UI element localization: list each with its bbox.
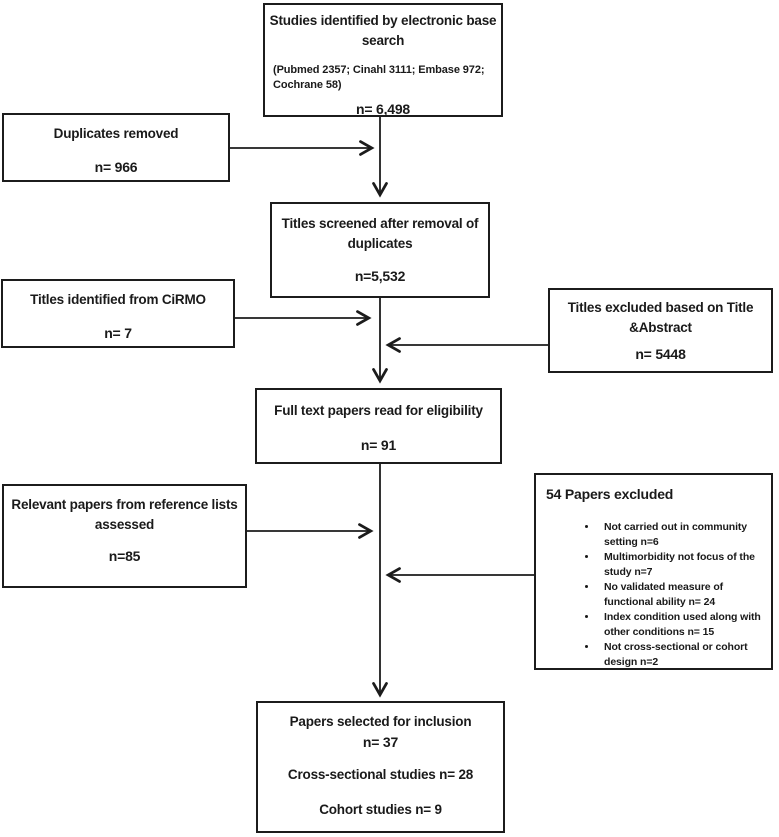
box-reference-lists-count: n=85 bbox=[108, 548, 141, 564]
box-studies-identified: Studies identified by electronic base se… bbox=[263, 3, 503, 117]
box-duplicates-removed: Duplicates removed n= 966 bbox=[2, 113, 230, 182]
box-studies-identified-title: Studies identified by electronic base se… bbox=[269, 13, 497, 48]
exclusion-reason: Not carried out in community setting n=6 bbox=[598, 520, 763, 550]
exclusion-reason: Multimorbidity not focus of the study n=… bbox=[598, 550, 763, 580]
exclusion-reason: No validated measure of functional abili… bbox=[598, 580, 763, 610]
box-fulltext-read-title: Full text papers read for eligibility bbox=[274, 403, 483, 418]
box-titles-cirmo: Titles identified from CiRMO n= 7 bbox=[1, 279, 235, 348]
box-fulltext-read-count: n= 91 bbox=[360, 437, 397, 453]
exclusion-reason: Index condition used along with other co… bbox=[598, 610, 763, 640]
box-titles-screened-count: n=5,532 bbox=[354, 268, 406, 284]
box-reference-lists: Relevant papers from reference lists ass… bbox=[2, 484, 247, 588]
box-titles-cirmo-title: Titles identified from CiRMO bbox=[30, 292, 206, 307]
box-papers-excluded: 54 Papers excluded Not carried out in co… bbox=[534, 473, 773, 670]
box-titles-cirmo-count: n= 7 bbox=[104, 325, 132, 341]
exclusion-reason: Not cross-sectional or cohort design n=2 bbox=[598, 640, 763, 670]
box-reference-lists-title: Relevant papers from reference lists ass… bbox=[11, 497, 238, 532]
box-titles-excluded-count: n= 5448 bbox=[635, 346, 686, 362]
box-papers-included-count: n= 37 bbox=[362, 734, 399, 750]
box-titles-excluded: Titles excluded based on Title &Abstract… bbox=[548, 288, 773, 373]
box-titles-screened: Titles screened after removal of duplica… bbox=[270, 202, 490, 298]
box-titles-screened-title: Titles screened after removal of duplica… bbox=[281, 216, 479, 251]
box-papers-included-cohort: Cohort studies n= 9 bbox=[319, 802, 442, 817]
box-duplicates-removed-title: Duplicates removed bbox=[53, 126, 179, 141]
box-papers-included: Papers selected for inclusion n= 37 Cros… bbox=[256, 701, 505, 833]
exclusion-reasons-list: Not carried out in community setting n=6… bbox=[546, 520, 763, 670]
box-papers-included-title: Papers selected for inclusion bbox=[289, 714, 472, 729]
box-papers-included-cross-sectional: Cross-sectional studies n= 28 bbox=[287, 767, 474, 782]
box-duplicates-removed-count: n= 966 bbox=[94, 159, 138, 175]
box-titles-excluded-title: Titles excluded based on Title &Abstract bbox=[567, 300, 754, 335]
box-papers-excluded-title: 54 Papers excluded bbox=[546, 486, 674, 502]
box-studies-identified-count: n= 6,498 bbox=[355, 101, 411, 117]
box-studies-identified-sources: (Pubmed 2357; Cinahl 3111; Embase 972; C… bbox=[273, 64, 485, 91]
box-fulltext-read: Full text papers read for eligibility n=… bbox=[255, 388, 502, 464]
